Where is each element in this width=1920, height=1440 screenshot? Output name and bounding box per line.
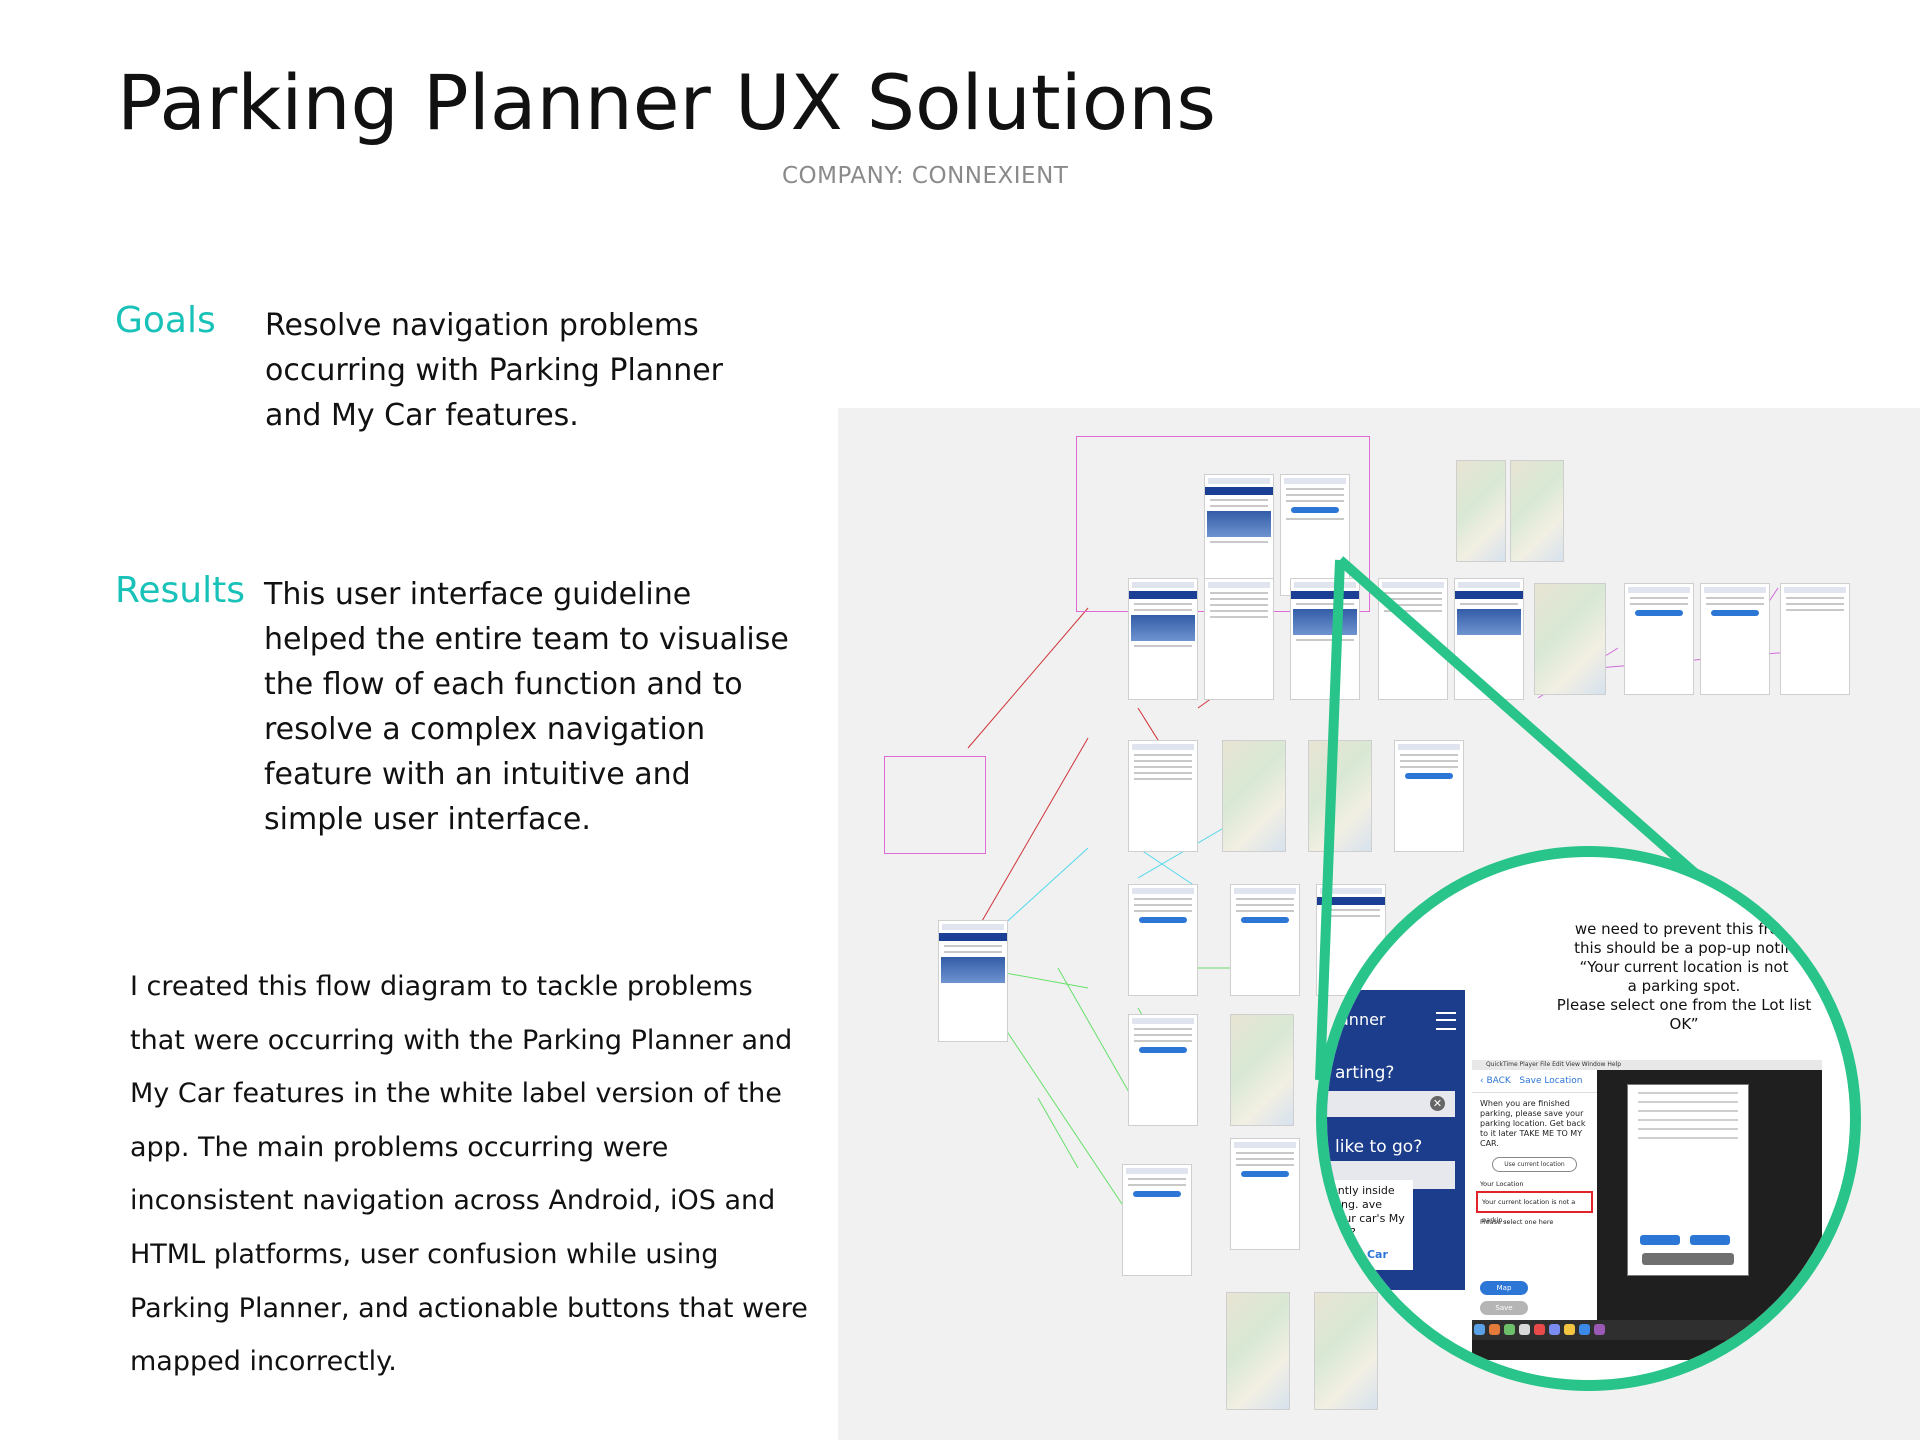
select-hint: Please select one here (1480, 1218, 1554, 1226)
highlight-frame (884, 756, 986, 854)
preview-save-button[interactable] (1690, 1235, 1730, 1245)
clear-icon[interactable]: ✕ (1430, 1096, 1445, 1111)
hamburger-menu-icon[interactable] (1436, 1012, 1456, 1030)
screen-thumbnail (1122, 1164, 1192, 1276)
screen-thumbnail (938, 920, 1008, 1042)
company-label: COMPANY: CONNEXIENT (782, 163, 1069, 189)
magnifier-detail: we need to prevent this from this should… (1316, 846, 1861, 1391)
android-preview (1627, 1084, 1749, 1276)
screen-thumbnail (1780, 583, 1850, 695)
results-text: This user interface guideline helped the… (264, 572, 789, 842)
screen-thumbnail (1128, 1014, 1198, 1126)
map-thumbnail (1534, 583, 1606, 695)
screen-thumbnail (1230, 884, 1300, 996)
goals-line: and My Car features. (265, 398, 579, 433)
screen-title: Save Location (1519, 1076, 1583, 1086)
screen-thumbnail (1454, 578, 1524, 700)
save-button[interactable]: Save (1480, 1301, 1528, 1315)
screen-thumbnail (1204, 474, 1274, 596)
results-line: helped the entire team to visualise (264, 622, 789, 657)
description-paragraph: I created this flow diagram to tackle pr… (130, 971, 808, 1378)
save-car-popup: ently inside ding. ave your car's My Car… (1327, 1180, 1413, 1270)
page-title: Parking Planner UX Solutions (117, 58, 1216, 147)
my-car-link[interactable]: My Car (1345, 1248, 1388, 1261)
magnified-phone: anner arting? ✕ like to go? ently inside… (1327, 990, 1465, 1290)
goals-text: Resolve navigation problems occurring wi… (265, 303, 723, 438)
action-buttons: Map Save (1480, 1275, 1590, 1315)
goals-heading: Goals (115, 300, 216, 341)
phone-question-start: arting? (1335, 1063, 1395, 1083)
results-line: feature with an intuitive and (264, 757, 691, 792)
results-heading: Results (115, 570, 245, 611)
screen-thumbnail (1290, 578, 1360, 700)
phone-question-destination: like to go? (1335, 1137, 1423, 1157)
back-button[interactable]: ‹ BACK (1480, 1076, 1511, 1086)
map-thumbnail (1456, 460, 1506, 562)
screen-thumbnail (1204, 578, 1274, 700)
save-location-screen: ‹ BACK Save Location When you are finish… (1472, 1070, 1597, 1320)
mac-menubar: QuickTime Player File Edit View Window H… (1472, 1060, 1822, 1070)
map-thumbnail (1510, 460, 1564, 562)
map-thumbnail (1226, 1292, 1290, 1410)
magnified-screenshot: QuickTime Player File Edit View Window H… (1472, 1060, 1822, 1360)
error-toast (1642, 1253, 1734, 1265)
magnifier-note: we need to prevent this from this should… (1556, 920, 1812, 1033)
screen-thumbnail (1128, 884, 1198, 996)
goals-line: Resolve navigation problems (265, 308, 699, 343)
results-line: This user interface guideline (264, 577, 692, 612)
preview-map-button[interactable] (1640, 1235, 1680, 1245)
screen-thumbnail (1700, 583, 1770, 695)
results-line: the flow of each function and to (264, 667, 743, 702)
map-thumbnail (1222, 740, 1286, 852)
map-thumbnail (1308, 740, 1372, 852)
results-line: resolve a complex navigation (264, 712, 706, 747)
mac-dock (1472, 1320, 1822, 1340)
screen-thumbnail (1394, 740, 1464, 852)
screen-thumbnail (1128, 578, 1198, 700)
map-button[interactable]: Map (1480, 1281, 1528, 1295)
goals-line: occurring with Parking Planner (265, 353, 723, 388)
map-thumbnail (1230, 1014, 1294, 1126)
location-error-field[interactable]: Your current location is not a parkin... (1476, 1191, 1593, 1224)
map-thumbnail (1314, 1292, 1378, 1410)
screen-thumbnail (1230, 1138, 1300, 1250)
screen-header: ‹ BACK Save Location (1472, 1070, 1597, 1093)
your-location-label: Your Location (1480, 1180, 1524, 1188)
results-line: simple user interface. (264, 802, 591, 837)
phone-title: anner (1339, 1010, 1386, 1029)
save-instructions: When you are finished parking, please sa… (1480, 1099, 1586, 1148)
screen-thumbnail (1624, 583, 1694, 695)
use-current-location-button[interactable]: Use current location (1492, 1157, 1577, 1172)
screen-thumbnail (1128, 740, 1198, 852)
